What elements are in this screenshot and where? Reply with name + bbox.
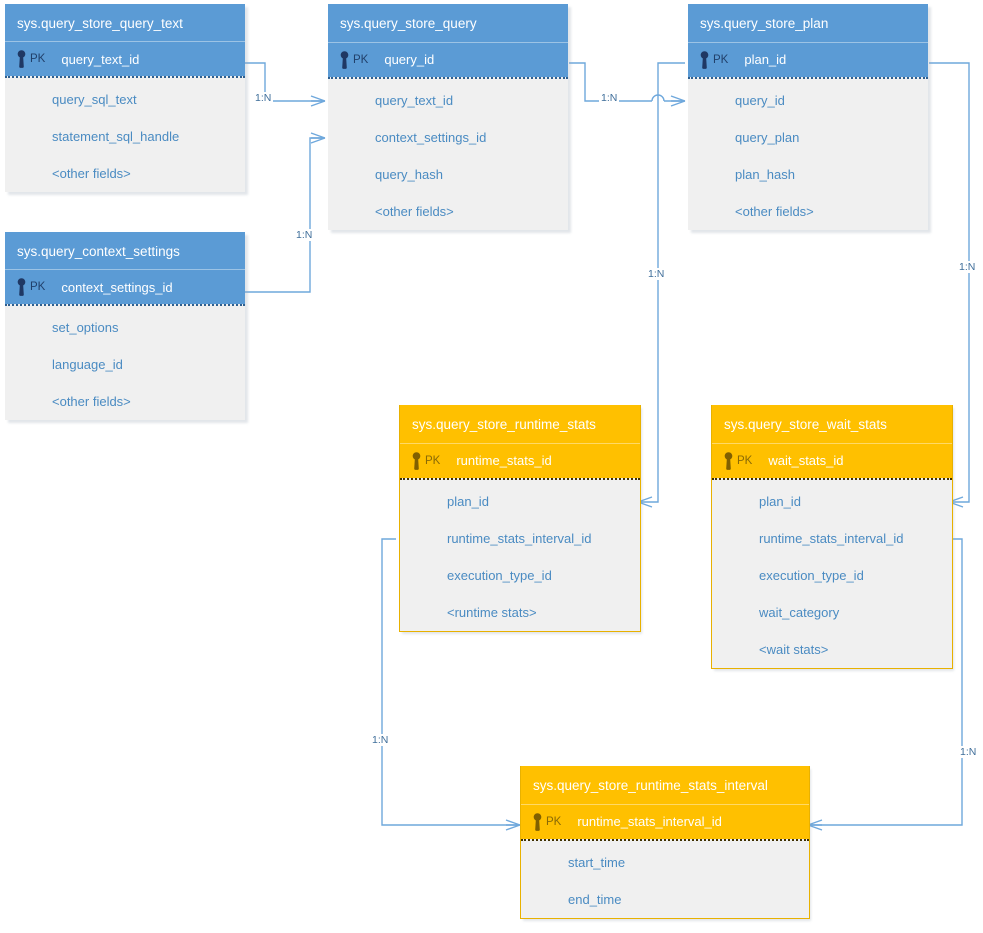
connector-r1 bbox=[245, 62, 325, 102]
entity-field[interactable]: query_id bbox=[735, 93, 785, 108]
key-icon bbox=[14, 49, 29, 69]
entity-primary-key-row[interactable]: PK context_settings_id bbox=[5, 270, 245, 304]
entity-field[interactable]: query_sql_text bbox=[52, 92, 137, 107]
entity-primary-key-row[interactable]: PK query_text_id bbox=[5, 42, 245, 76]
relationship-label-r6: 1:N bbox=[370, 734, 391, 746]
key-icon bbox=[337, 50, 352, 70]
pk-badge: PK bbox=[737, 454, 753, 467]
crowsfoot-r3 bbox=[670, 95, 686, 107]
crowsfoot-r6 bbox=[505, 819, 521, 831]
connector-r5 bbox=[929, 62, 970, 503]
entity-field[interactable]: wait_category bbox=[759, 605, 840, 620]
connector-r6 bbox=[381, 538, 520, 826]
entity-field[interactable]: <other fields> bbox=[735, 204, 814, 219]
pk-field-name: query_id bbox=[384, 52, 435, 68]
entity-field[interactable]: plan_id bbox=[447, 494, 489, 509]
connector-r4 bbox=[652, 62, 685, 503]
pk-field-name: query_text_id bbox=[61, 51, 140, 67]
entity-query-store-runtime-stats-interval[interactable]: sys.query_store_runtime_stats_interval P… bbox=[520, 766, 811, 921]
key-icon bbox=[14, 277, 29, 297]
relationship-label-r1: 1:N bbox=[253, 92, 274, 104]
pk-badge: PK bbox=[30, 281, 46, 294]
entity-field[interactable]: context_settings_id bbox=[375, 130, 487, 145]
entity-field[interactable]: <wait stats> bbox=[759, 642, 829, 657]
entity-query-store-wait-stats[interactable]: sys.query_store_wait_stats PK wait_stats… bbox=[711, 405, 954, 671]
entity-field[interactable]: query_plan bbox=[735, 130, 800, 145]
entity-primary-key-row[interactable]: PK runtime_stats_interval_id bbox=[521, 804, 809, 839]
entity-field[interactable]: runtime_stats_interval_id bbox=[447, 531, 592, 546]
entity-field[interactable]: set_options bbox=[52, 320, 119, 335]
pk-field-name: plan_id bbox=[744, 52, 787, 68]
entity-field-list: start_time end_time bbox=[521, 839, 809, 918]
entity-title: sys.query_store_query_text bbox=[5, 4, 245, 43]
entity-field[interactable]: language_id bbox=[52, 357, 123, 372]
relationship-label-r5: 1:N bbox=[957, 261, 978, 273]
entity-field-list: set_options language_id <other fields> bbox=[5, 304, 245, 420]
entity-field[interactable]: runtime_stats_interval_id bbox=[759, 531, 904, 546]
pk-field-name: wait_stats_id bbox=[768, 453, 844, 469]
entity-field-list: query_sql_text statement_sql_handle <oth… bbox=[5, 76, 245, 192]
entity-field-list: plan_id runtime_stats_interval_id execut… bbox=[400, 478, 640, 631]
connector-r2 bbox=[245, 137, 325, 293]
entity-field[interactable]: <runtime stats> bbox=[447, 605, 537, 620]
entity-primary-key-row[interactable]: PK query_id bbox=[328, 42, 568, 77]
connector-r7 bbox=[808, 538, 963, 826]
entity-field[interactable]: execution_type_id bbox=[447, 568, 552, 583]
key-icon bbox=[697, 50, 712, 70]
pk-badge: PK bbox=[30, 53, 46, 66]
relationship-label-r3: 1:N bbox=[599, 92, 620, 104]
entity-title: sys.query_store_wait_stats bbox=[712, 405, 952, 444]
entity-field[interactable]: execution_type_id bbox=[759, 568, 864, 583]
pk-badge: PK bbox=[713, 53, 729, 66]
entity-primary-key-row[interactable]: PK runtime_stats_id bbox=[400, 443, 640, 478]
entity-field-list: query_text_id context_settings_id query_… bbox=[328, 77, 568, 230]
entity-field[interactable]: <other fields> bbox=[52, 394, 131, 409]
pk-badge: PK bbox=[425, 454, 441, 467]
entity-title: sys.query_store_query bbox=[328, 4, 568, 43]
pk-field-name: runtime_stats_interval_id bbox=[577, 814, 722, 830]
entity-field[interactable]: plan_id bbox=[759, 494, 801, 509]
entity-title: sys.query_store_plan bbox=[688, 4, 928, 43]
crowsfoot-r2 bbox=[310, 132, 326, 144]
entity-field[interactable]: start_time bbox=[568, 855, 626, 870]
relationship-label-r2: 1:N bbox=[294, 229, 315, 241]
entity-title: sys.query_store_runtime_stats bbox=[400, 405, 640, 444]
entity-query-store-runtime-stats[interactable]: sys.query_store_runtime_stats PK runtime… bbox=[399, 405, 642, 634]
entity-field[interactable]: statement_sql_handle bbox=[52, 129, 180, 144]
entity-field[interactable]: query_text_id bbox=[375, 93, 454, 108]
entity-field[interactable]: <other fields> bbox=[52, 166, 131, 181]
entity-field[interactable]: plan_hash bbox=[735, 167, 795, 182]
entity-field[interactable]: end_time bbox=[568, 892, 622, 907]
entity-field-list: plan_id runtime_stats_interval_id execut… bbox=[712, 478, 952, 668]
entity-query-store-plan[interactable]: sys.query_store_plan PK plan_id query_id… bbox=[688, 4, 931, 233]
key-icon bbox=[409, 451, 424, 471]
entity-primary-key-row[interactable]: PK wait_stats_id bbox=[712, 443, 952, 478]
entity-field[interactable]: <other fields> bbox=[375, 204, 454, 219]
entity-query-store-query[interactable]: sys.query_store_query PK query_id query_… bbox=[328, 4, 571, 233]
pk-badge: PK bbox=[353, 53, 369, 66]
crowsfoot-r1 bbox=[310, 95, 326, 107]
relationship-label-r4: 1:N bbox=[646, 268, 667, 280]
key-icon bbox=[721, 451, 736, 471]
entity-query-context-settings[interactable]: sys.query_context_settings PK context_se… bbox=[5, 232, 248, 423]
pk-field-name: runtime_stats_id bbox=[456, 453, 552, 469]
key-icon bbox=[530, 812, 545, 832]
entity-title: sys.query_context_settings bbox=[5, 232, 245, 271]
entity-title: sys.query_store_runtime_stats_interval bbox=[521, 766, 809, 805]
entity-primary-key-row[interactable]: PK plan_id bbox=[688, 42, 928, 77]
entity-field-list: query_id query_plan plan_hash <other fie… bbox=[688, 77, 928, 230]
relationship-label-r7: 1:N bbox=[958, 746, 979, 758]
entity-query-store-query-text[interactable]: sys.query_store_query_text PK query_text… bbox=[5, 4, 248, 195]
pk-field-name: context_settings_id bbox=[61, 279, 173, 295]
entity-field[interactable]: query_hash bbox=[375, 167, 443, 182]
pk-badge: PK bbox=[546, 815, 562, 828]
